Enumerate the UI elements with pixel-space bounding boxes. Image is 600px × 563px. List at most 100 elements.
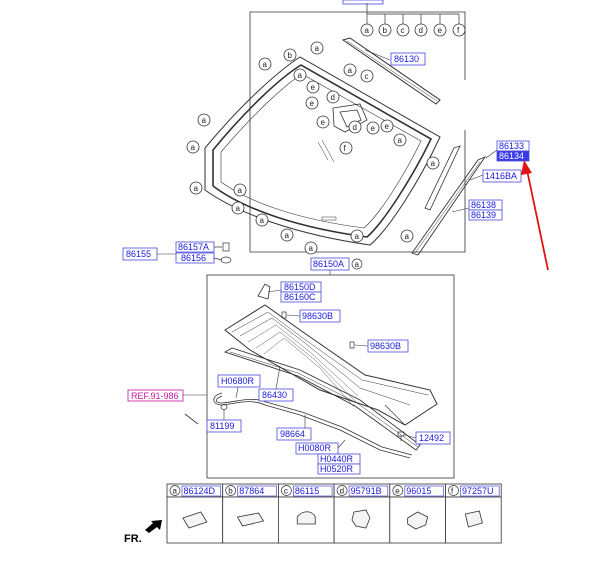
legend-part-number: 96015 bbox=[406, 486, 431, 496]
legend-part-sketch bbox=[296, 511, 316, 525]
part-label-H0520R-text: H0520R bbox=[320, 464, 354, 474]
part-label-12492-text: 12492 bbox=[419, 433, 444, 443]
windshield-glass bbox=[204, 56, 441, 246]
legend-callout-circle bbox=[281, 485, 292, 496]
legend-part-box[interactable] bbox=[293, 485, 333, 497]
part-label-H0440R[interactable]: H0440R bbox=[317, 453, 361, 465]
windshield-callout-circle bbox=[400, 229, 414, 243]
windshield-callout-circle bbox=[426, 156, 440, 170]
part-label-86156[interactable]: 86156 bbox=[175, 252, 215, 264]
part-label-86430[interactable]: 86430 bbox=[258, 388, 294, 402]
part-label-98664[interactable]: 98664 bbox=[276, 427, 312, 441]
legend-callout-circle bbox=[225, 485, 237, 496]
part-label-86130-text: 86130 bbox=[394, 54, 419, 64]
windshield-callout-circle bbox=[231, 201, 245, 215]
part-label-86139-text: 86139 bbox=[471, 210, 496, 220]
callout-a-cowl-text: a bbox=[355, 260, 360, 269]
top-part-box[interactable] bbox=[342, 0, 384, 5]
part-label-H0520R[interactable]: H0520R bbox=[317, 463, 361, 475]
leader-98630B-2 bbox=[354, 344, 369, 347]
part-label-86430-text: 86430 bbox=[262, 390, 287, 400]
part-label-86150D[interactable]: 86150D bbox=[280, 281, 322, 293]
part-label-H0680R[interactable]: H0680R bbox=[217, 374, 261, 388]
part-label-86134-selected[interactable]: 86134 bbox=[496, 150, 530, 162]
windshield-callout-circle bbox=[280, 228, 294, 242]
legend-part-sketch bbox=[407, 511, 429, 530]
top-callout-e: e bbox=[438, 26, 443, 35]
windshield-leaders bbox=[364, 49, 498, 213]
windshield-callout-circle bbox=[304, 241, 318, 255]
legend-part-box[interactable] bbox=[237, 485, 277, 497]
top-callouts: a b c d e f bbox=[360, 23, 466, 37]
part-label-86133[interactable]: 86133 bbox=[496, 140, 530, 152]
part-label-81199-text: 81199 bbox=[210, 421, 234, 431]
front-arrow-icon bbox=[145, 520, 162, 533]
leader-98630B-1 bbox=[286, 314, 301, 317]
windshield-callout-letter: a bbox=[315, 44, 320, 53]
legend-part-number: 97257U bbox=[462, 486, 494, 496]
windshield-callout-letter: e bbox=[371, 124, 376, 133]
part-label-86133-text: 86133 bbox=[499, 141, 524, 151]
windshield-callout-circle bbox=[366, 121, 380, 135]
windshield-callout-letter: e bbox=[321, 118, 326, 127]
legend-part-box[interactable] bbox=[404, 485, 444, 497]
part-label-86130[interactable]: 86130 bbox=[390, 52, 426, 66]
windshield-callout-circle bbox=[255, 213, 269, 227]
part-label-98630B-2[interactable]: 98630B bbox=[367, 339, 409, 353]
windshield-group-frame bbox=[249, 11, 466, 253]
windshield-callout-letter: e bbox=[311, 83, 316, 92]
windshield-callout-circle bbox=[360, 69, 374, 83]
part-label-98630B-1[interactable]: 98630B bbox=[299, 309, 341, 323]
windshield-callout-letter: a bbox=[194, 184, 199, 193]
grommet-81199 bbox=[220, 404, 228, 410]
windshield-callout-circle bbox=[348, 120, 362, 134]
washer-hose bbox=[213, 392, 413, 459]
part-label-H0080R[interactable]: H0080R bbox=[295, 442, 339, 455]
windshield-callout-letter: a bbox=[263, 60, 268, 69]
windshield-callout-circle bbox=[343, 63, 357, 77]
windshield-callout-circle bbox=[350, 229, 364, 243]
part-label-86138[interactable]: 86138 bbox=[468, 199, 503, 211]
part-label-98630B-2-text: 98630B bbox=[370, 341, 401, 351]
cowl-bracket-86150D bbox=[257, 283, 271, 300]
top-callout-f: f bbox=[457, 26, 460, 35]
part-label-86157A[interactable]: 86157A bbox=[175, 241, 215, 253]
reference-label[interactable]: REF.91-986 bbox=[127, 389, 184, 402]
part-label-98630B-1-text: 98630B bbox=[302, 311, 333, 321]
windshield-callout-letter: a bbox=[348, 66, 353, 75]
windshield-callout-circle bbox=[186, 140, 200, 154]
part-label-86160C[interactable]: 86160C bbox=[280, 291, 322, 303]
part-label-86155[interactable]: 86155 bbox=[122, 247, 158, 261]
part-label-86150A[interactable]: 86150A bbox=[310, 257, 350, 271]
legend-part-box[interactable] bbox=[348, 485, 389, 497]
legend-part-box[interactable] bbox=[181, 485, 222, 497]
legend-callout-circle bbox=[392, 485, 404, 496]
part-label-H0080R-text: H0080R bbox=[298, 443, 332, 453]
part-label-1416BA-text: 1416BA bbox=[485, 171, 517, 181]
legend-part-number: 86124D bbox=[184, 486, 216, 496]
legend-letter: a bbox=[173, 487, 178, 496]
part-label-98664-text: 98664 bbox=[280, 429, 305, 439]
part-label-86139[interactable]: 86139 bbox=[468, 209, 503, 221]
part-label-81199[interactable]: 81199 bbox=[206, 419, 242, 433]
legend-letter: b bbox=[228, 487, 233, 496]
windshield-callout-letter: a bbox=[309, 244, 314, 253]
part-label-12492[interactable]: 12492 bbox=[415, 431, 451, 445]
top-callout-a: a bbox=[365, 26, 370, 35]
part-label-H0440R-text: H0440R bbox=[320, 454, 354, 464]
part-label-86134-text: 86134 bbox=[499, 151, 524, 161]
windshield-callout-circle bbox=[380, 119, 394, 133]
windshield-callout-letter: a bbox=[355, 232, 360, 241]
windshield-callout-circle bbox=[310, 41, 324, 55]
windshield-callout-circle bbox=[189, 181, 203, 195]
pointer-arrow bbox=[521, 160, 549, 271]
part-label-86150D-text: 86150D bbox=[284, 282, 316, 292]
legend-part-box[interactable] bbox=[460, 485, 500, 497]
leader-86150D bbox=[267, 289, 282, 293]
windshield-callout-letter: a bbox=[285, 231, 290, 240]
windshield-callout-letter: d bbox=[331, 93, 335, 102]
legend-letter: d bbox=[340, 487, 344, 496]
part-label-1416BA[interactable]: 1416BA bbox=[482, 169, 522, 183]
